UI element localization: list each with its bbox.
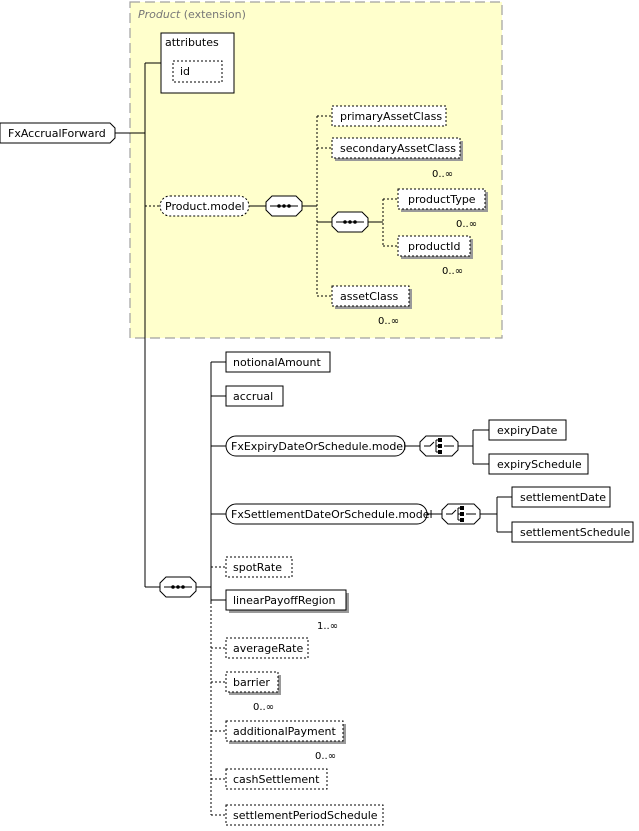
attribute-id-label: id xyxy=(180,65,190,78)
secondary-asset-class-cardinality: 0..∞ xyxy=(432,169,453,180)
accrual-label: accrual xyxy=(233,390,273,403)
expiry-date-label: expiryDate xyxy=(497,424,558,437)
element-notional-amount[interactable]: notionalAmount xyxy=(225,351,331,373)
element-spot-rate[interactable]: spotRate xyxy=(225,556,293,578)
expiry-schedule-label: expirySchedule xyxy=(497,458,582,471)
additional-payment-cardinality: 0..∞ xyxy=(315,751,336,762)
spot-rate-label: spotRate xyxy=(233,561,282,574)
root-element-fxaccrualforward[interactable]: FxAccrualForward xyxy=(0,122,116,144)
attributes-group: attributes id xyxy=(160,32,235,94)
element-primary-asset-class[interactable]: primaryAssetClass xyxy=(331,105,447,127)
element-settlement-date[interactable]: settlementDate xyxy=(511,486,611,508)
element-settlement-period-schedule[interactable]: settlementPeriodSchedule xyxy=(225,804,384,826)
linear-payoff-region-label: linearPayoffRegion xyxy=(233,594,335,607)
product-model-group[interactable]: Product.model xyxy=(159,195,250,217)
element-settlement-schedule[interactable]: settlementSchedule xyxy=(511,521,634,543)
element-expiry-schedule[interactable]: expirySchedule xyxy=(488,453,589,475)
element-linear-payoff-region[interactable]: linearPayoffRegion 1..∞ xyxy=(225,589,349,632)
secondary-asset-class-label: secondaryAssetClass xyxy=(340,142,456,155)
element-product-id[interactable]: productId 0..∞ xyxy=(397,235,473,277)
linear-payoff-region-cardinality: 1..∞ xyxy=(317,621,338,632)
element-additional-payment[interactable]: additionalPayment 0..∞ xyxy=(225,720,346,762)
notional-amount-label: notionalAmount xyxy=(233,356,321,369)
product-id-cardinality: 0..∞ xyxy=(442,266,463,277)
product-type-cardinality: 0..∞ xyxy=(456,219,477,230)
cash-settlement-label: cashSettlement xyxy=(233,773,320,786)
barrier-label: barrier xyxy=(233,676,270,689)
attribute-id-box[interactable] xyxy=(172,60,223,83)
primary-asset-class-label: primaryAssetClass xyxy=(340,110,442,123)
group-fx-expiry-date-or-schedule[interactable]: FxExpiryDateOrSchedule.model xyxy=(225,435,406,457)
root-element-label: FxAccrualForward xyxy=(8,127,106,140)
settlement-period-schedule-label: settlementPeriodSchedule xyxy=(233,809,378,822)
product-type-label: productType xyxy=(408,193,476,206)
barrier-cardinality: 0..∞ xyxy=(253,702,274,713)
settlement-choice-icon xyxy=(441,503,481,525)
product-inner-sequence-icon xyxy=(331,211,369,233)
element-product-type[interactable]: productType 0..∞ xyxy=(397,188,488,230)
product-model-sequence-icon xyxy=(265,195,303,217)
element-cash-settlement[interactable]: cashSettlement xyxy=(225,768,328,790)
main-sequence-icon xyxy=(159,576,197,598)
element-expiry-date[interactable]: expiryDate xyxy=(488,419,567,441)
settlement-date-label: settlementDate xyxy=(520,491,606,504)
product-id-label: productId xyxy=(408,240,461,253)
element-average-rate[interactable]: averageRate xyxy=(225,637,309,659)
asset-class-cardinality: 0..∞ xyxy=(378,316,399,327)
expiry-choice-icon xyxy=(419,435,459,457)
extension-title: Product (extension) xyxy=(138,8,246,21)
group-fx-settlement-date-or-schedule[interactable]: FxSettlementDateOrSchedule.model xyxy=(225,503,433,525)
connector-lines xyxy=(115,62,512,816)
element-asset-class[interactable]: assetClass 0..∞ xyxy=(331,285,412,327)
fx-settlement-group-label: FxSettlementDateOrSchedule.model xyxy=(231,508,433,521)
asset-class-label: assetClass xyxy=(340,290,398,303)
additional-payment-label: additionalPayment xyxy=(233,725,336,738)
element-accrual[interactable]: accrual xyxy=(225,385,284,407)
settlement-schedule-label: settlementSchedule xyxy=(520,526,630,539)
attributes-label: attributes xyxy=(165,36,219,49)
average-rate-label: averageRate xyxy=(233,642,303,655)
element-secondary-asset-class[interactable]: secondaryAssetClass 0..∞ xyxy=(331,137,463,180)
product-model-label: Product.model xyxy=(165,200,245,213)
element-barrier[interactable]: barrier 0..∞ xyxy=(225,671,281,713)
fx-expiry-group-label: FxExpiryDateOrSchedule.model xyxy=(231,440,406,453)
